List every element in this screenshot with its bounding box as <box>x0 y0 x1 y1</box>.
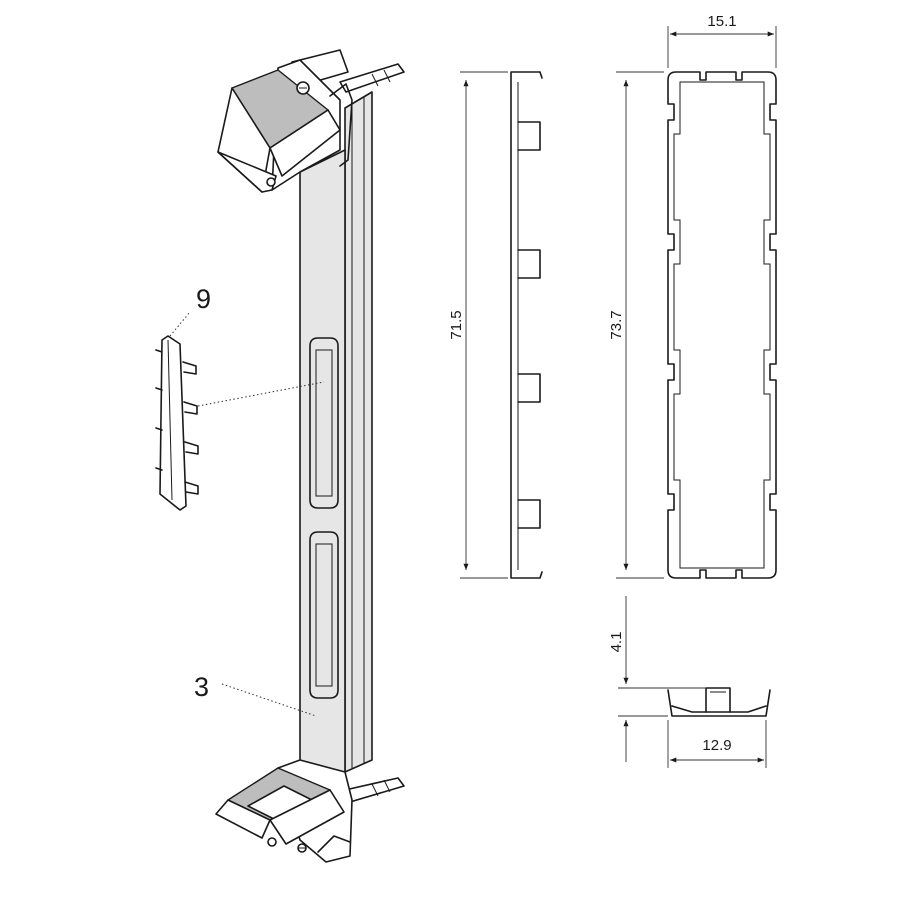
clip-part-9 <box>155 335 199 511</box>
rail-assembly <box>299 91 373 773</box>
callout-3: 3 <box>194 672 209 702</box>
top-pin-connector <box>339 63 405 93</box>
rail-side-face <box>344 91 373 773</box>
top-handle <box>217 49 405 193</box>
front-view: 15.1 73.7 <box>608 13 777 579</box>
callout-9: 9 <box>196 284 211 314</box>
dim-section-height: 4.1 <box>608 632 625 653</box>
section-view: 4.1 12.9 <box>608 596 771 768</box>
dim-overall-height: 73.7 <box>608 310 625 339</box>
bottom-handle <box>215 759 405 863</box>
side-view: 71.5 <box>448 71 543 579</box>
lower-slot <box>309 531 339 699</box>
callout-9-leader <box>169 311 191 337</box>
dim-top-width: 15.1 <box>707 13 736 30</box>
clip-position-leader <box>197 381 325 407</box>
dim-section-width: 12.9 <box>702 737 731 754</box>
upper-slot <box>309 337 339 509</box>
dim-side-height: 71.5 <box>448 310 465 339</box>
callout-3-leader <box>221 683 317 717</box>
